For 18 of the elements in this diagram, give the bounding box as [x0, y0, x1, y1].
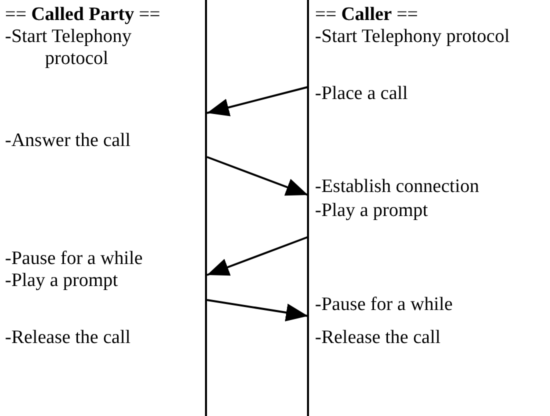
message-arrow — [206, 156, 308, 196]
step-note: -Release the call — [5, 327, 131, 349]
lifeline — [4, 0, 207, 416]
step-note: -Pause for a while — [315, 294, 453, 316]
message-arrow — [206, 236, 308, 276]
message-arrow — [206, 86, 308, 116]
step-note: -Establish connection — [315, 176, 480, 198]
step-note: -Release the call — [315, 327, 441, 349]
lifeline-header: == Called Party == — [5, 4, 160, 26]
step-note: -Start Telephony protocol — [5, 26, 133, 70]
message-arrow — [206, 299, 308, 322]
step-note: -Play a prompt — [5, 270, 118, 292]
lifeline-header: == Caller == — [315, 4, 418, 26]
step-note: -Answer the call — [5, 130, 131, 152]
step-note: -Play a prompt — [315, 200, 428, 222]
step-note: -Pause for a while — [5, 248, 143, 270]
step-note: -Place a call — [315, 83, 408, 105]
step-note: -Start Telephony protocol — [315, 26, 510, 48]
